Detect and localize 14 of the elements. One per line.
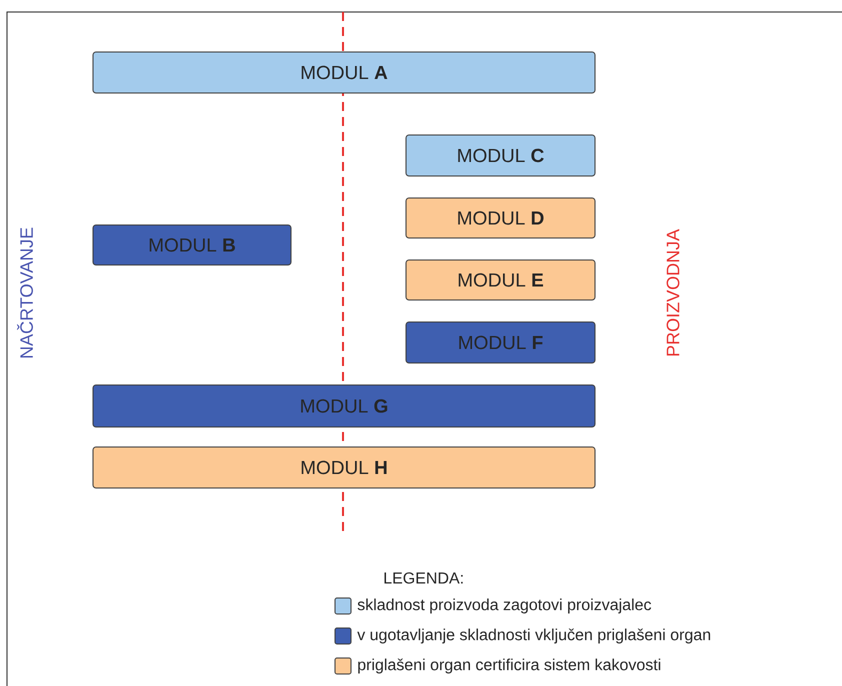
- module-box: MODUL E: [406, 260, 596, 300]
- vertical-label: PROIZVODNJA: [666, 229, 680, 356]
- module-box: MODUL F: [406, 322, 596, 364]
- module-box: MODUL G: [92, 384, 596, 428]
- vertical-label: NAČRTOVANJE: [17, 228, 33, 358]
- legend-text: priglašeni organ certificira sistem kakovosti: [358, 658, 660, 674]
- legend-text: v ugotavljanje skladnosti vključen priglašeni organ: [357, 628, 710, 644]
- module-box: MODUL C: [406, 134, 596, 176]
- legend-title: LEGENDA:: [384, 572, 463, 584]
- module-box: MODUL B: [92, 224, 292, 266]
- module-box: MODUL H: [92, 446, 596, 488]
- module-box: MODUL D: [406, 198, 596, 238]
- module-box: MODUL A: [92, 52, 596, 94]
- legend-text: skladnost proizvoda zagotovi proizvajalec: [358, 598, 652, 614]
